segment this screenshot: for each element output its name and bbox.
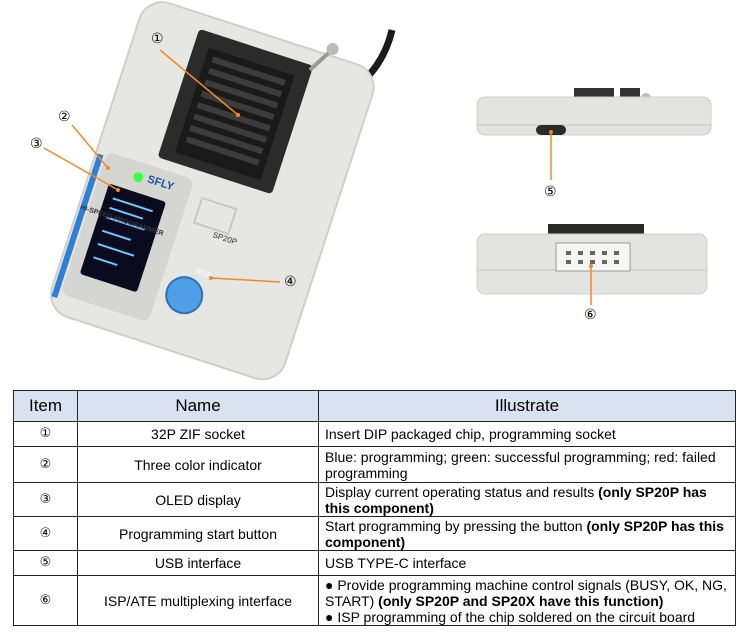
illustrate-text-2: ● ISP programming of the chip soldered o… [325,608,696,625]
three-color-indicator-led [133,172,144,183]
isp-header [555,242,631,272]
illustrate-cell: Start programming by pressing the button… [318,516,736,551]
name-cell: ISP/ATE multiplexing interface [77,575,319,626]
zif-lever [326,42,339,55]
item-cell: ⑤ [13,550,78,576]
table-row: ⑥ ISP/ATE multiplexing interface ● Provi… [13,575,736,626]
callout-2: ② [58,109,71,125]
name-cell: Programming start button [77,516,319,551]
illustrate-text: ● Provide programming machine control si… [325,576,727,609]
leader-1 [159,49,239,116]
header-name: Name [77,390,319,422]
leader-2 [71,124,109,169]
name-cell: 32P ZIF socket [77,421,319,447]
callout-1: ① [151,31,164,47]
name-cell: OLED display [77,482,319,517]
illustrate-note: (only SP20P has this component) [325,483,707,516]
callout-6: ⑥ [584,307,597,323]
name-cell: USB interface [77,550,319,576]
table-row: ⑤ USB interface USB TYPE-C interface [13,550,736,576]
header-illustrate: Illustrate [318,390,736,422]
spec-table: Item Name Illustrate ① 32P ZIF socket In… [13,390,736,626]
header-item: Item [13,390,78,422]
side-view-isp [476,224,708,305]
table-row: ③ OLED display Display current operating… [13,482,736,517]
item-cell: ④ [13,516,78,551]
item-cell: ③ [13,482,78,517]
run-button-graphic [165,276,204,315]
table-row: ④ Programming start button Start program… [13,516,736,551]
illustrate-note: (only SP20P and SP20X have this function… [378,592,664,609]
side-view-usb [476,88,712,180]
programmer-body [50,1,375,381]
illustrate-cell: ● Provide programming machine control si… [318,575,736,626]
item-cell: ⑥ [13,575,78,626]
product-figure: SFLY HI-SPEED PROGRAMMER SP20P RUN [30,1,712,381]
illustrate-text: Start programming by pressing the button [325,517,587,534]
callout-5: ⑤ [544,184,557,200]
illustrate-cell: USB TYPE-C interface [318,550,736,576]
device-illustration: SFLY HI-SPEED PROGRAMMER SP20P RUN [43,1,712,381]
item-cell: ① [13,421,78,447]
table-header-row: Item Name Illustrate [13,390,736,422]
name-cell: Three color indicator [77,446,319,483]
callout-3: ③ [30,136,43,152]
illustrate-cell: Display current operating status and res… [318,482,736,517]
leader-3 [43,147,119,191]
illustrate-cell: Insert DIP packaged chip, programming so… [318,421,736,447]
item-cell: ② [13,446,78,483]
illustrate-text: Display current operating status and res… [325,483,599,500]
leader-4 [210,277,281,283]
callout-4: ④ [284,274,297,290]
illustrate-note: (only SP20P has this component) [325,517,724,550]
table-row: ② Three color indicator Blue: programmin… [13,446,736,483]
table-row: ① 32P ZIF socket Insert DIP packaged chi… [13,421,736,447]
illustrate-cell: Blue: programming; green: successful pro… [318,446,736,483]
